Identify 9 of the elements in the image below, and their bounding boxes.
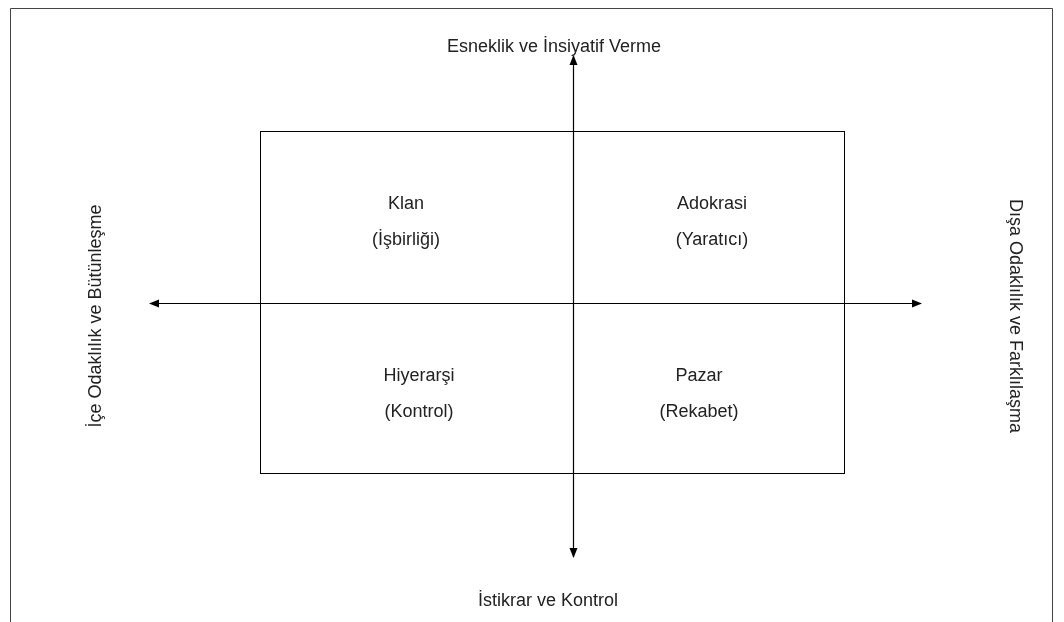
axis-label: İstikrar ve Kontrol xyxy=(478,589,618,612)
quadrant-label: Klan (İşbirliği) xyxy=(372,192,440,251)
quadrant-label: Adokrasi (Yaratıcı) xyxy=(675,192,749,251)
quadrant-box xyxy=(260,131,845,474)
axis-label: Dışa Odaklılık ve Farklılaşma xyxy=(1005,198,1027,434)
axis-label: Esneklik ve İnsiyatif Verme xyxy=(446,35,662,58)
axis-label: İçe Odaklılık ve Bütünleşme xyxy=(84,204,106,428)
quadrant-label: Hiyerarşi (Kontrol) xyxy=(383,364,455,423)
quadrant-label: Pazar (Rekabet) xyxy=(659,364,739,423)
